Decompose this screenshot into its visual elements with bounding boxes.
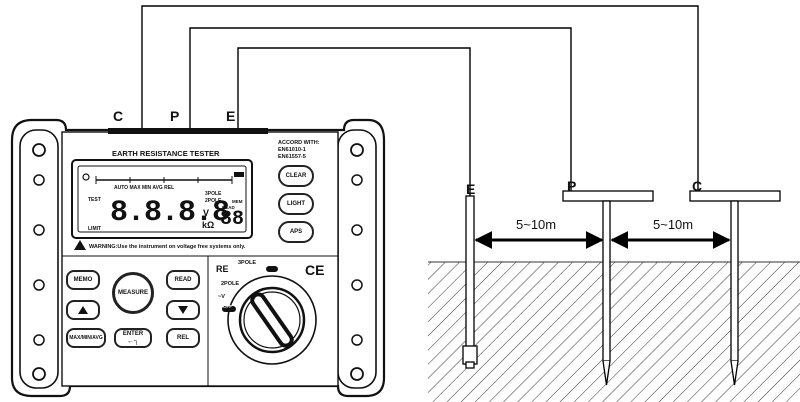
warning-text: WARNING:Use the instrument on voltage fr… — [89, 244, 246, 250]
lcd-limit: LIMIT — [88, 226, 102, 232]
stake-label-c: C — [692, 178, 703, 194]
stake-e — [462, 195, 478, 369]
enter-label: ENTER — [122, 331, 144, 337]
dial-re-label: RE — [216, 264, 229, 274]
standard-2: EN61557-5 — [278, 154, 306, 160]
clear-button[interactable]: CLEAR — [278, 165, 314, 187]
enter-button[interactable]: ENTER ←┐ — [114, 328, 152, 348]
enter-arrow-icon: ←┐ — [127, 338, 139, 345]
standard-1: EN61010-1 — [278, 147, 306, 153]
stake-p — [562, 190, 654, 386]
dial-voltage: ~V — [218, 294, 225, 300]
wire-p — [189, 27, 572, 194]
distance-label-pc: 5~10m — [651, 217, 696, 232]
down-button[interactable] — [166, 300, 200, 320]
dial-2pole: 2POLE — [221, 281, 240, 287]
lcd-small-digits: 88 — [220, 208, 245, 231]
ground-soil — [428, 262, 800, 402]
light-button[interactable]: LIGHT — [278, 193, 314, 215]
lcd-mem: MEM — [232, 199, 243, 204]
wire-c — [141, 5, 699, 194]
dial-off: OFF — [223, 304, 232, 309]
lcd-unit-ohm: kΩ — [202, 220, 215, 230]
rel-button[interactable]: REL — [166, 328, 200, 348]
stake-label-p: P — [567, 178, 577, 194]
up-button[interactable] — [66, 300, 100, 320]
ce-mark: CE — [305, 262, 325, 278]
lcd-display — [71, 159, 253, 250]
wire-e — [237, 47, 471, 196]
lcd-2pole: 2POLE — [205, 198, 222, 204]
lcd-main-digits: 8.8.8.8 — [110, 196, 230, 230]
terminal-label-c: C — [113, 108, 124, 124]
lcd-3pole: 3POLE — [205, 191, 222, 197]
stake-c — [689, 190, 781, 386]
terminal-label-e: E — [226, 108, 236, 124]
lcd-test: TEST — [88, 197, 101, 203]
dial-3pole: 3POLE — [238, 260, 257, 266]
terminal-label-p: P — [170, 108, 180, 124]
accord-label: ACCORD WITH: — [278, 140, 320, 146]
max-min-avg-button[interactable]: MAX/MIN/AVG — [66, 328, 106, 348]
rotary-dial[interactable] — [222, 266, 317, 365]
lcd-read: READ — [222, 205, 235, 210]
lcd-unit-v: V — [203, 208, 210, 218]
aps-button[interactable]: APS — [278, 221, 314, 243]
stake-label-e: E — [466, 181, 476, 197]
device-title: EARTH RESISTANCE TESTER — [112, 149, 220, 158]
measure-button[interactable]: MEASURE — [112, 272, 154, 314]
memo-button[interactable]: MEMO — [66, 270, 100, 290]
triangle-down-icon — [178, 306, 188, 314]
triangle-up-icon — [78, 306, 88, 314]
read-button[interactable]: READ — [166, 270, 200, 290]
lcd-indicators: AUTO MAX MIN AVG REL — [114, 185, 175, 191]
distance-label-ep: 5~10m — [514, 217, 559, 232]
